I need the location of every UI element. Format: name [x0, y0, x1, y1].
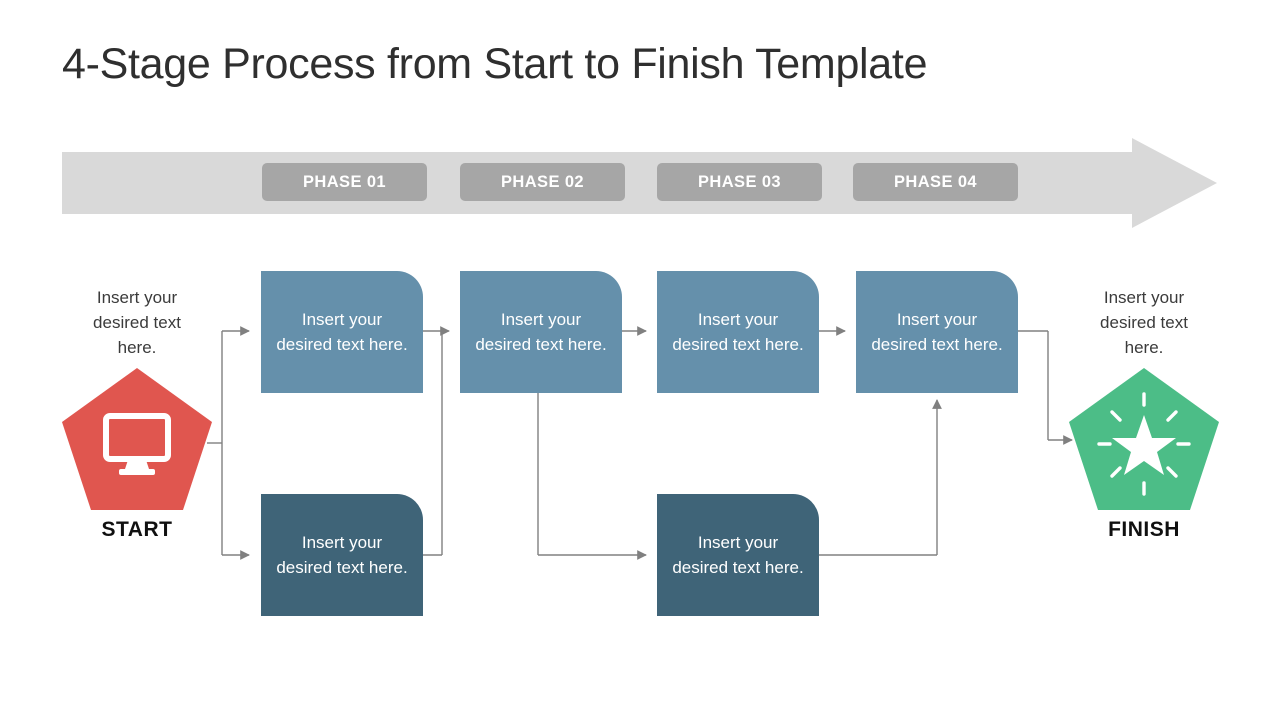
phase-chip-04-label: PHASE 04	[894, 172, 977, 191]
phase-chip-03-label: PHASE 03	[698, 172, 781, 191]
process-box-1[interactable]: Insert your desired text here.	[261, 271, 423, 393]
process-box-6-text: Insert your desired text here.	[672, 533, 804, 577]
start-caption: Insert your desired text here.	[93, 288, 181, 357]
process-box-3[interactable]: Insert your desired text here.	[657, 271, 819, 393]
phase-banner: PHASE 01 PHASE 02 PHASE 03 PHASE 04	[62, 138, 1217, 228]
process-box-4[interactable]: Insert your desired text here.	[856, 271, 1018, 393]
process-box-5-text: Insert your desired text here.	[276, 533, 408, 577]
process-box-6[interactable]: Insert your desired text here.	[657, 494, 819, 616]
process-box-2[interactable]: Insert your desired text here.	[460, 271, 622, 393]
monitor-icon-stand	[119, 460, 155, 475]
start-pentagon[interactable]	[62, 368, 212, 510]
phase-chip-01-label: PHASE 01	[303, 172, 386, 191]
sparkle-star-icon-rays	[1097, 392, 1191, 496]
finish-pentagon[interactable]	[1069, 368, 1219, 510]
phase-chip-02[interactable]: PHASE 02	[460, 163, 625, 201]
phase-chip-02-label: PHASE 02	[501, 172, 584, 191]
process-box-5[interactable]: Insert your desired text here.	[261, 494, 423, 616]
finish-pentagon-shape	[1069, 368, 1219, 510]
page-title: 4-Stage Process from Start to Finish Tem…	[62, 40, 928, 88]
start-node[interactable]: Insert your desired text here. START	[42, 285, 232, 542]
finish-label: FINISH	[1108, 518, 1180, 541]
start-label: START	[101, 518, 173, 541]
process-box-3-text: Insert your desired text here.	[672, 310, 804, 354]
phase-chip-03[interactable]: PHASE 03	[657, 163, 822, 201]
finish-caption: Insert your desired text here.	[1100, 288, 1188, 357]
sparkle-star-icon	[1112, 415, 1176, 475]
phase-chip-01[interactable]: PHASE 01	[262, 163, 427, 201]
process-box-2-text: Insert your desired text here.	[475, 310, 607, 354]
phase-chip-04[interactable]: PHASE 04	[853, 163, 1018, 201]
process-box-4-text: Insert your desired text here.	[871, 310, 1003, 354]
finish-node[interactable]: Insert your desired text here.	[1049, 285, 1239, 542]
monitor-icon	[103, 413, 171, 462]
process-box-1-text: Insert your desired text here.	[276, 310, 408, 354]
banner-arrow-shape	[62, 138, 1217, 228]
start-pentagon-shape	[62, 368, 212, 510]
